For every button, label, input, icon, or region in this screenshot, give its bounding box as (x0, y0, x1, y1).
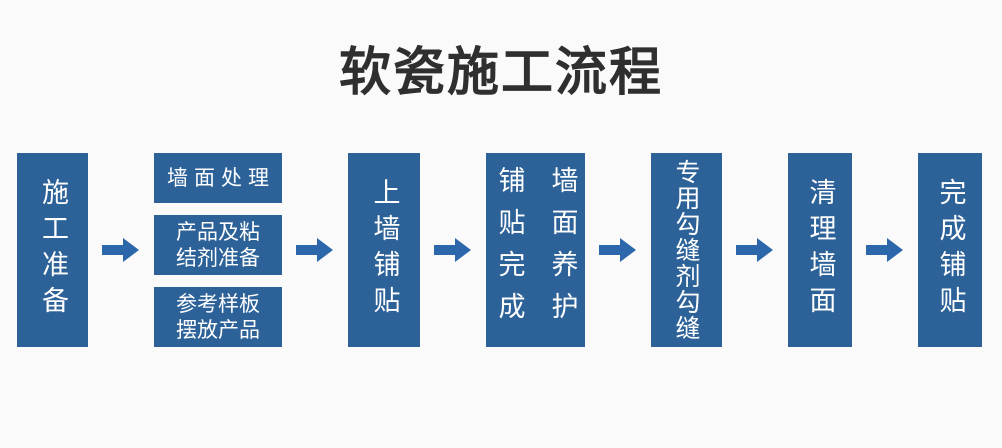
arrow-right-icon (102, 238, 139, 262)
flow-step-construction-preparation: 施工准备 (17, 153, 88, 347)
flow-step-preparation-stack: 墙面处理 产品及粘结剂准备 参考样板摆放产品 (154, 153, 282, 347)
page-title: 软瓷施工流程 (338, 43, 663, 103)
flow-step-tiling-complete-wall-curing: 铺贴完成 墙面养护 (486, 153, 585, 347)
step-label: 上墙铺贴 (368, 178, 400, 322)
step-label: 完成铺贴 (934, 178, 966, 322)
arrow-right-icon (866, 238, 903, 262)
prep-box-product-adhesive: 产品及粘结剂准备 (154, 215, 282, 275)
step-label: 专用勾缝剂勾缝 (672, 159, 701, 341)
flow-step-clean-wall: 清理墙面 (788, 153, 852, 347)
step-label: 施工准备 (37, 178, 68, 322)
step-label: 参考样板摆放产品 (176, 292, 260, 342)
step-label: 清理墙面 (804, 178, 836, 322)
step-label-right-column: 墙面养护 (546, 166, 578, 334)
prep-box-wall-treatment: 墙面处理 (154, 153, 282, 203)
step-label: 产品及粘结剂准备 (176, 220, 260, 270)
arrow-right-icon (736, 238, 773, 262)
flow-step-tiling-finished: 完成铺贴 (918, 153, 982, 347)
flow-step-wall-tiling: 上墙铺贴 (348, 153, 420, 347)
arrow-right-icon (434, 238, 471, 262)
flow-diagram: 施工准备 墙面处理 产品及粘结剂准备 参考样板摆放产品 上墙铺贴 铺贴 (0, 153, 1002, 347)
step-label-left-column: 铺贴完成 (493, 166, 525, 334)
step-label: 墙面处理 (167, 166, 275, 190)
arrow-right-icon (599, 238, 636, 262)
arrow-right-icon (296, 238, 333, 262)
prep-box-sample-layout: 参考样板摆放产品 (154, 287, 282, 347)
flowchart-page: 软瓷施工流程 施工准备 墙面处理 产品及粘结剂准备 参考样板摆放产品 上墙铺贴 (0, 42, 1002, 448)
flow-step-special-grouting: 专用勾缝剂勾缝 (651, 153, 722, 347)
